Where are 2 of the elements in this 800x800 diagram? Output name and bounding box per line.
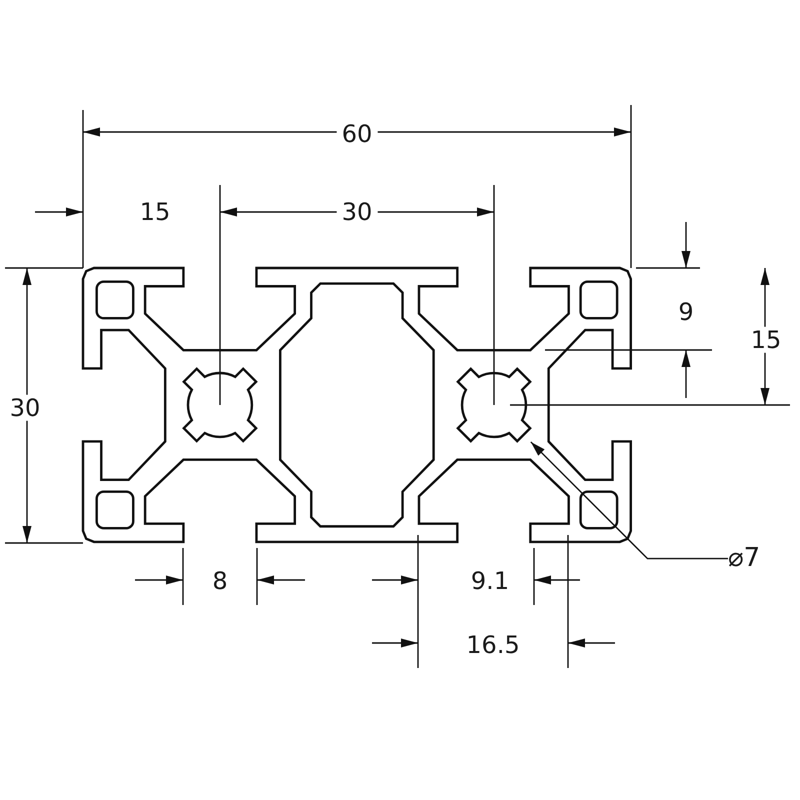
callout-label: ⌀7 xyxy=(728,543,760,574)
leader-line xyxy=(530,441,728,560)
